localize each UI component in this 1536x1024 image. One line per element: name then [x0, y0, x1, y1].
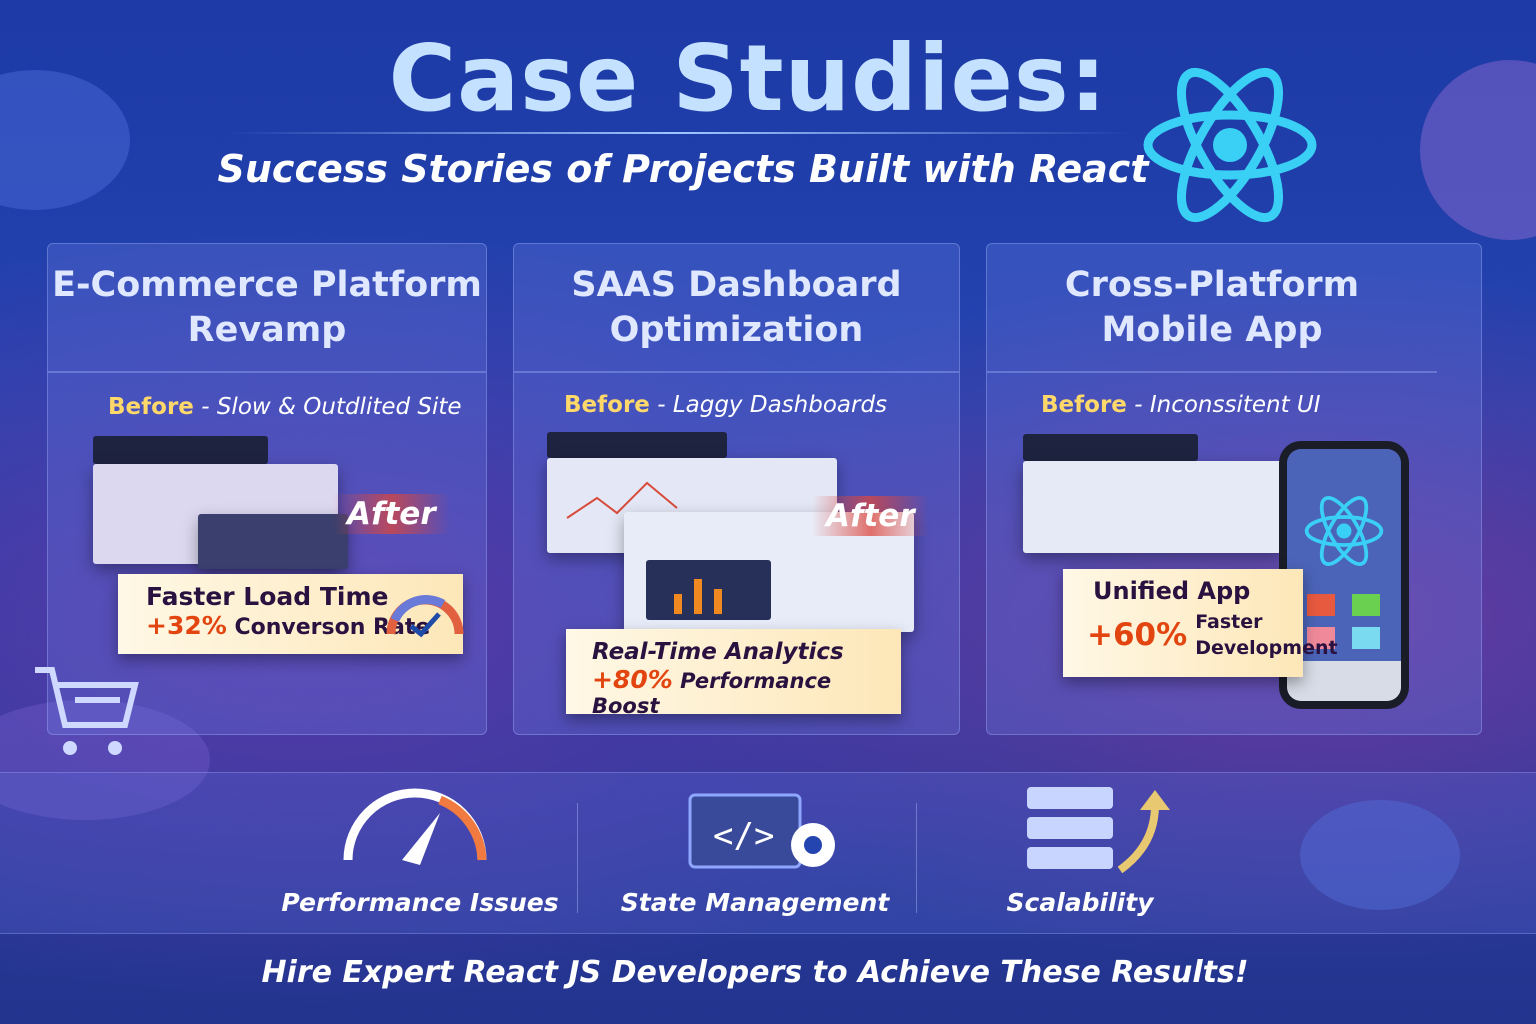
- after-label: After: [333, 494, 450, 534]
- divider: [916, 803, 917, 913]
- svg-text:</>: </>: [713, 816, 774, 856]
- after-label: After: [812, 496, 929, 536]
- react-atom-icon: [1143, 67, 1317, 223]
- inconsistent-ui-mockup: [1023, 461, 1283, 553]
- divider: [577, 803, 578, 913]
- result-banner: Faster Load Time +32% Converson Rate: [118, 574, 463, 654]
- result-banner: Real-Time Analytics +80% Performance Boo…: [566, 629, 901, 718]
- speedometer-icon: [343, 788, 487, 865]
- code-gear-icon: </>: [688, 793, 835, 869]
- smartphone-icon: [1279, 441, 1409, 709]
- react-atom-icon: [1304, 496, 1384, 566]
- shopping-cart-icon: [35, 667, 139, 755]
- browser-bar: [547, 432, 727, 458]
- decor-cloud: [0, 700, 210, 820]
- before-label: Before - Inconssitent UI: [1041, 392, 1321, 418]
- browser-bar: [1023, 434, 1198, 461]
- bar-chart-icon: [674, 579, 722, 614]
- page-subtitle: Success Stories of Projects Built with R…: [217, 147, 1149, 191]
- before-label: Before - Laggy Dashboards: [564, 392, 888, 418]
- before-label: Before - Slow & Outdlited Site: [108, 394, 462, 420]
- cta-text: Hire Expert React JS Developers to Achie…: [261, 955, 1249, 990]
- decor-cloud: [1300, 800, 1460, 910]
- speed-gauge-check-icon: [386, 595, 464, 638]
- page-title: Case Studies:: [388, 25, 1108, 132]
- new-site-mockup: [198, 514, 348, 569]
- line-chart-icon: [566, 481, 678, 519]
- browser-bar: [93, 436, 268, 464]
- challenges-panel: Performance Issues </> State Management …: [0, 772, 1536, 934]
- feature-performance: Performance Issues: [281, 888, 559, 917]
- feature-scalability: Scalability: [1006, 888, 1154, 917]
- server-stack-arrow-icon: [1027, 787, 1170, 874]
- divider: [230, 132, 1130, 134]
- feature-state-management: State Management: [620, 888, 890, 917]
